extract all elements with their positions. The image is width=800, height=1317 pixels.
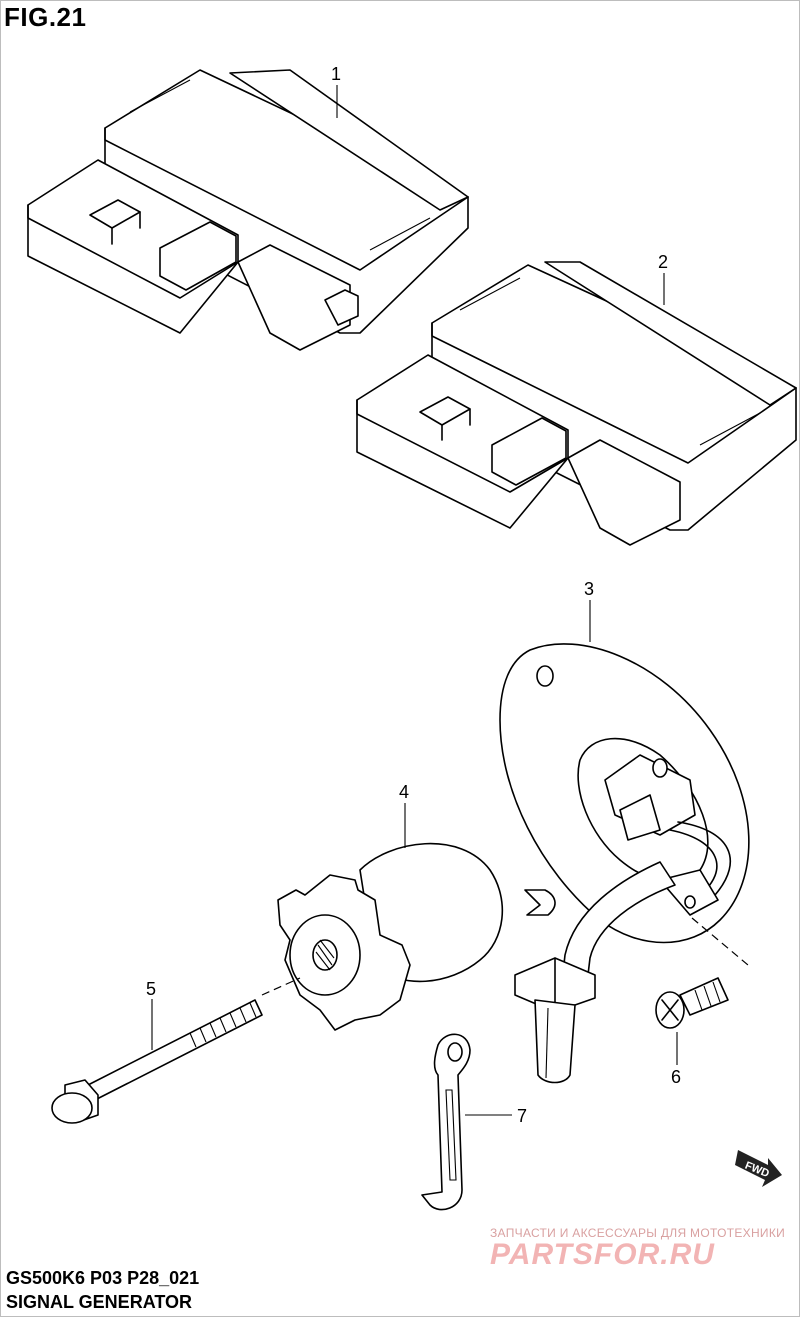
callout-2[interactable]: 2 bbox=[658, 252, 668, 272]
part-5-bolt[interactable] bbox=[51, 977, 301, 1124]
part-6-screw[interactable] bbox=[655, 917, 749, 1029]
callout-7[interactable]: 7 bbox=[517, 1106, 527, 1126]
part-2-connector[interactable] bbox=[356, 261, 797, 546]
leader-lines bbox=[151, 85, 678, 1116]
part-3-signal-generator[interactable] bbox=[499, 643, 750, 1084]
figure-title: FIG.21 bbox=[4, 2, 87, 32]
watermark-tagline: ЗАПЧАСТИ И АКСЕССУАРЫ ДЛЯ МОТОТЕХНИКИ bbox=[490, 1226, 786, 1240]
callout-1[interactable]: 1 bbox=[331, 64, 341, 84]
part-7-clamp[interactable] bbox=[421, 1033, 471, 1211]
callout-4[interactable]: 4 bbox=[399, 782, 409, 802]
fwd-label: FWD bbox=[743, 1160, 771, 1181]
callout-3[interactable]: 3 bbox=[584, 579, 594, 599]
section-name: SIGNAL GENERATOR bbox=[6, 1292, 193, 1312]
callout-5[interactable]: 5 bbox=[146, 979, 156, 999]
watermark-logo: PARTSFOR.RU bbox=[490, 1238, 715, 1271]
callout-6[interactable]: 6 bbox=[671, 1067, 681, 1087]
fwd-arrow-icon: FWD bbox=[735, 1150, 782, 1187]
model-code: GS500K6 P03 P28_021 bbox=[6, 1268, 200, 1288]
part-1-connector[interactable] bbox=[27, 69, 469, 351]
part-4-rotor[interactable] bbox=[277, 842, 504, 1031]
